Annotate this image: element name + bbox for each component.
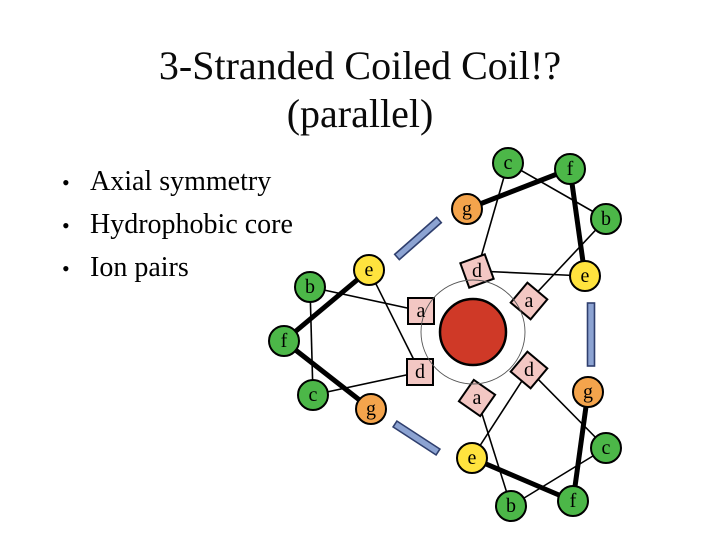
residue-left-a [407, 297, 435, 325]
residue-label-top-right-g: g [462, 198, 472, 220]
bullet-text: Axial symmetry [90, 166, 272, 197]
residue-label-bottom-right-g: g [583, 381, 593, 403]
residue-top-right-b [590, 203, 622, 235]
residue-top-right-d [459, 253, 495, 289]
residue-left-b [294, 271, 326, 303]
backbone-segment-left-fg [282, 339, 373, 411]
slide-title: 3-Stranded Coiled Coil!? (parallel) [0, 42, 720, 138]
slide-title-line1: 3-Stranded Coiled Coil!? [158, 43, 562, 88]
residue-label-top-right-b: b [601, 208, 611, 230]
residue-left-d [406, 358, 434, 386]
slide-title-line2: (parallel) [286, 91, 434, 136]
ion-pair-bar-1 [586, 302, 596, 367]
ion-pair-bar-2 [391, 419, 442, 457]
bullet-item: • Axial symmetry [62, 160, 293, 203]
backbone-segment-bottom-right-cd [528, 369, 607, 449]
residue-left-c [297, 379, 329, 411]
residue-label-left-b: b [305, 276, 315, 298]
hydrophobic-core-circle [438, 297, 508, 367]
residue-bottom-right-e [456, 442, 488, 474]
residue-label-left-f: f [281, 330, 288, 352]
residue-label-left-d: d [415, 361, 425, 383]
residue-top-right-g [451, 193, 483, 225]
residue-label-top-right-d: d [472, 260, 482, 282]
backbone-segment-top-right-cd [476, 162, 509, 272]
residue-label-top-right-c: c [504, 152, 513, 174]
backbone-segment-bottom-right-fg [570, 391, 591, 502]
residue-bottom-right-g [572, 376, 604, 408]
residue-label-bottom-right-c: c [602, 437, 611, 459]
backbone-segment-bottom-right-ef [471, 455, 574, 504]
residue-left-g [355, 393, 387, 425]
residue-bottom-right-c [590, 432, 622, 464]
residue-label-bottom-right-b: b [506, 495, 516, 517]
residue-top-right-e [569, 260, 601, 292]
residue-label-bottom-right-d: d [524, 359, 534, 381]
backbone-segment-left-ef [282, 268, 371, 343]
backbone-segment-top-right-bc [507, 162, 607, 220]
residue-label-top-right-e: e [581, 265, 590, 287]
backbone-segment-top-right-ef [567, 168, 588, 277]
residue-bottom-right-b [495, 490, 527, 522]
residue-label-top-right-a: a [525, 290, 534, 312]
residue-left-f [268, 325, 300, 357]
residue-label-bottom-right-f: f [570, 490, 577, 512]
backbone-segment-top-right-fg [466, 166, 571, 212]
residue-bottom-right-d [509, 350, 549, 390]
residue-label-left-g: g [366, 398, 376, 420]
bullet-text: Ion pairs [90, 252, 189, 283]
residue-label-bottom-right-a: a [473, 387, 482, 409]
bullet-list: • Axial symmetry • Hydrophobic core • Io… [62, 160, 293, 289]
backbone-segment-bottom-right-de [471, 369, 530, 459]
backbone-segment-bottom-right-ab [476, 397, 512, 507]
backbone-segment-left-ab [309, 286, 422, 312]
backbone-segment-top-right-ab [528, 218, 607, 302]
bullet-icon: • [62, 213, 70, 238]
residue-left-e [353, 254, 385, 286]
residue-label-left-a: a [417, 300, 426, 322]
backbone-segment-left-cd [312, 371, 421, 396]
residue-top-right-f [554, 153, 586, 185]
residue-label-top-right-f: f [567, 158, 574, 180]
residue-bottom-right-a [457, 378, 497, 418]
bullet-item: • Hydrophobic core [62, 203, 293, 246]
residue-bottom-right-f [557, 485, 589, 517]
residue-top-right-c [492, 147, 524, 179]
bullet-icon: • [62, 256, 70, 281]
core-halo-circle [420, 279, 526, 385]
bullet-item: • Ion pairs [62, 246, 293, 289]
residue-label-left-e: e [365, 259, 374, 281]
bullet-text: Hydrophobic core [90, 209, 293, 240]
residue-label-left-c: c [309, 384, 318, 406]
backbone-segment-bottom-right-bc [510, 447, 607, 507]
residue-label-bottom-right-e: e [468, 447, 477, 469]
ion-pair-bar-0 [393, 216, 443, 261]
backbone-segment-left-bc [309, 286, 314, 396]
backbone-segment-left-de [368, 269, 421, 373]
bullet-icon: • [62, 170, 70, 195]
backbone-segment-top-right-de [476, 270, 586, 277]
